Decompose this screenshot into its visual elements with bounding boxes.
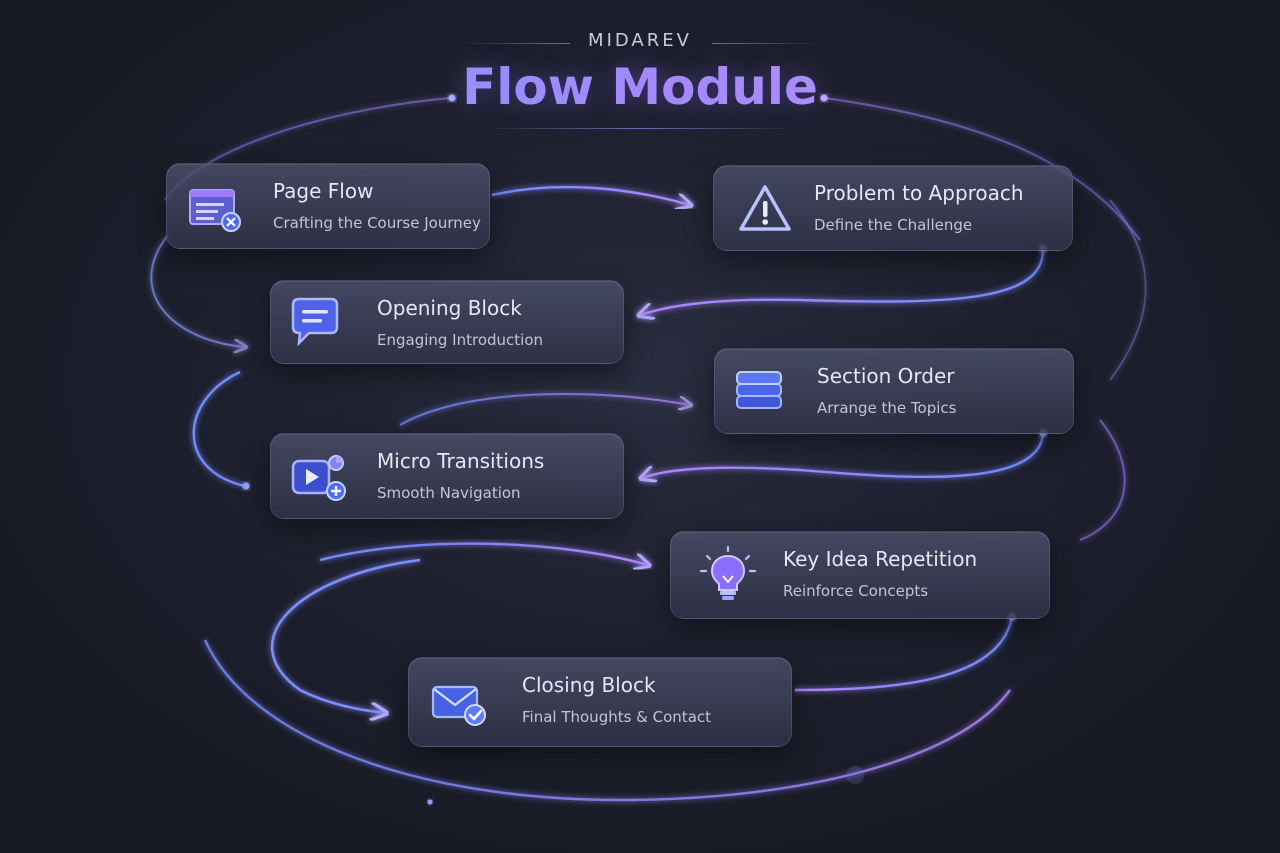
card-title: Page Flow bbox=[273, 179, 374, 203]
brand-divider-right bbox=[712, 43, 822, 44]
arrow-opening-to-section bbox=[399, 392, 690, 426]
card-opening-block[interactable]: Opening Block Engaging Introduction bbox=[270, 280, 624, 364]
card-subtitle: Reinforce Concepts bbox=[783, 582, 929, 600]
title-underline bbox=[485, 128, 795, 129]
card-micro-transitions[interactable]: Micro Transitions Smooth Navigation bbox=[270, 433, 624, 519]
dot bbox=[427, 799, 433, 805]
card-subtitle: Smooth Navigation bbox=[377, 484, 521, 502]
dot bbox=[242, 482, 250, 490]
card-section-order[interactable]: Section Order Arrange the Topics bbox=[714, 348, 1074, 434]
arrow-keyidea-to-closing bbox=[794, 616, 1014, 692]
brand-divider-left bbox=[460, 43, 570, 44]
speech-bubble-icon bbox=[285, 293, 343, 351]
card-subtitle: Crafting the Course Journey bbox=[273, 214, 481, 232]
card-title: Section Order bbox=[817, 364, 955, 388]
card-title: Closing Block bbox=[522, 673, 656, 697]
arrow-micro-to-keyidea bbox=[319, 542, 648, 565]
card-key-idea-repetition[interactable]: Key Idea Repetition Reinforce Concepts bbox=[670, 531, 1050, 619]
loop-left-micro bbox=[192, 370, 246, 488]
card-problem-to-approach[interactable]: Problem to Approach Define the Challenge bbox=[713, 165, 1073, 251]
arrow-pageflow-to-problem bbox=[491, 185, 690, 205]
arrow-loop-to-closing bbox=[270, 558, 421, 713]
warning-triangle-icon bbox=[736, 179, 794, 237]
card-subtitle: Arrange the Topics bbox=[817, 399, 957, 417]
page-layout-icon bbox=[185, 177, 243, 235]
card-page-flow[interactable]: Page Flow Crafting the Course Journey bbox=[166, 163, 490, 249]
arrow-section-to-micro bbox=[642, 432, 1045, 478]
video-play-icon bbox=[289, 447, 347, 505]
stacked-layers-icon bbox=[731, 362, 789, 420]
card-subtitle: Engaging Introduction bbox=[377, 331, 544, 349]
card-title: Opening Block bbox=[377, 296, 522, 320]
page-title: Flow Module bbox=[0, 58, 1280, 116]
dot bbox=[846, 766, 864, 784]
arrow-problem-to-opening bbox=[640, 247, 1045, 315]
arrow-pageflow-to-opening bbox=[150, 234, 245, 347]
envelope-check-icon bbox=[429, 673, 487, 731]
outer-arc-right bbox=[1109, 199, 1147, 381]
card-title: Key Idea Repetition bbox=[783, 547, 978, 571]
card-subtitle: Final Thoughts & Contact bbox=[522, 708, 712, 726]
card-closing-block[interactable]: Closing Block Final Thoughts & Contact bbox=[408, 657, 792, 747]
outer-arc-right-lower bbox=[1079, 419, 1126, 541]
lightbulb-icon bbox=[699, 546, 757, 604]
card-title: Problem to Approach bbox=[814, 181, 1024, 205]
card-title: Micro Transitions bbox=[377, 449, 545, 473]
card-subtitle: Define the Challenge bbox=[814, 216, 973, 234]
brand-name: MIDAREV bbox=[588, 30, 692, 51]
